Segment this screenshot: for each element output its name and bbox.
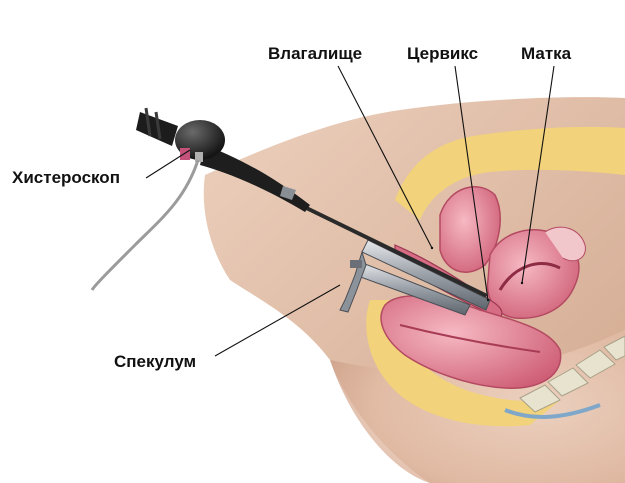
label-hysteroscope: Хистероскоп: [12, 168, 120, 187]
leader-lines: [145, 65, 555, 357]
leader-line-vagina: [337, 65, 433, 249]
fat-layer: [366, 126, 625, 427]
uterus: [486, 226, 586, 319]
speculum: [339, 239, 491, 316]
label-cervix: Цервикс: [407, 44, 479, 63]
leader-tips: [430, 246, 524, 302]
leader-line-cervix: [454, 65, 489, 301]
label-speculum: Спекулум: [114, 352, 197, 371]
leader-line-speculum: [214, 284, 341, 357]
leader-line-uterus: [521, 65, 555, 284]
label-vagina: Влагалище: [268, 44, 363, 63]
hysteroscope: [90, 107, 487, 297]
leader-line-hysteroscope: [145, 149, 191, 179]
bladder: [439, 186, 501, 273]
label-uterus: Матка: [521, 44, 572, 63]
sacrum: [504, 335, 625, 419]
